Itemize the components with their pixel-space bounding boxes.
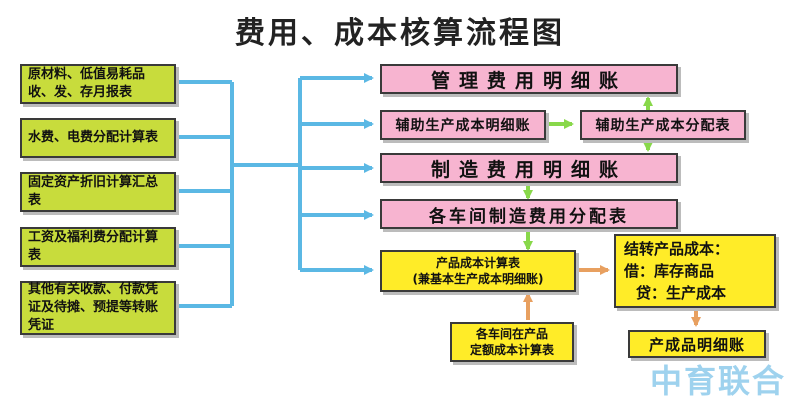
cost-transfer-arrows bbox=[523, 265, 701, 327]
distribution-arrows bbox=[300, 73, 374, 275]
product-cost-sheet: 产品成本计算表 (兼基本生产成本明细账) bbox=[380, 250, 576, 292]
finished-goods-ledger: 产成品明细账 bbox=[628, 330, 766, 358]
aux-production-allocation: 辅助生产成本分配表 bbox=[580, 110, 746, 140]
ledger-label: 辅助生产成本明细账 bbox=[395, 118, 531, 134]
input-label: 其他有关收款、付款凭证及待摊、预提等转账凭证 bbox=[28, 282, 159, 333]
manufacturing-expense-ledger: 制造费用明细账 bbox=[380, 153, 678, 183]
aux-production-ledger: 辅助生产成本明细账 bbox=[380, 110, 546, 140]
input-box-materials: 原材料、低值易耗品收、发、存月报表 bbox=[20, 64, 176, 104]
cost-transfer-entry: 结转产品成本： 借：库存商品 贷：生产成本 bbox=[614, 234, 776, 308]
input-collector-lines bbox=[176, 78, 302, 308]
transfer-line: 贷：生产成本 bbox=[636, 284, 727, 302]
workshop-overhead-allocation: 各车间制造费用分配表 bbox=[380, 199, 678, 229]
quota-line: 各车间在产品 bbox=[475, 327, 548, 341]
ledger-label: 各车间制造费用分配表 bbox=[429, 206, 629, 227]
ledger-label: 辅助生产成本分配表 bbox=[595, 118, 731, 134]
management-expense-ledger: 管理费用明细账 bbox=[380, 64, 678, 94]
input-box-depreciation: 固定资产折旧计算汇总表 bbox=[20, 172, 176, 212]
input-label: 固定资产折旧计算汇总表 bbox=[28, 175, 159, 208]
ledger-label: 制造费用明细账 bbox=[430, 158, 627, 181]
product-cost-subtitle: (兼基本生产成本明细账) bbox=[412, 272, 544, 286]
ledger-label: 管理费用明细账 bbox=[430, 69, 627, 92]
watermark-logo: 中育联合 bbox=[649, 362, 786, 400]
quota-line: 定额成本计算表 bbox=[469, 343, 554, 357]
wip-quota-cost-sheet: 各车间在产品 定额成本计算表 bbox=[450, 322, 574, 362]
input-label: 原材料、低值易耗品收、发、存月报表 bbox=[28, 67, 146, 100]
page-title: 费用、成本核算流程图 bbox=[235, 16, 565, 51]
transfer-line: 结转产品成本： bbox=[624, 240, 730, 258]
allocation-arrows bbox=[523, 96, 653, 251]
product-cost-title: 产品成本计算表 bbox=[435, 256, 520, 270]
input-label: 工资及福利费分配计算表 bbox=[28, 230, 159, 263]
ledger-label: 产成品明细账 bbox=[648, 335, 745, 354]
input-label: 水费、电费分配计算表 bbox=[28, 130, 159, 145]
input-box-other-vouchers: 其他有关收款、付款凭证及待摊、预提等转账凭证 bbox=[20, 281, 176, 335]
transfer-line: 借：库存商品 bbox=[624, 262, 715, 280]
input-box-wages: 工资及福利费分配计算表 bbox=[20, 227, 176, 267]
input-box-utilities: 水费、电费分配计算表 bbox=[20, 118, 176, 158]
